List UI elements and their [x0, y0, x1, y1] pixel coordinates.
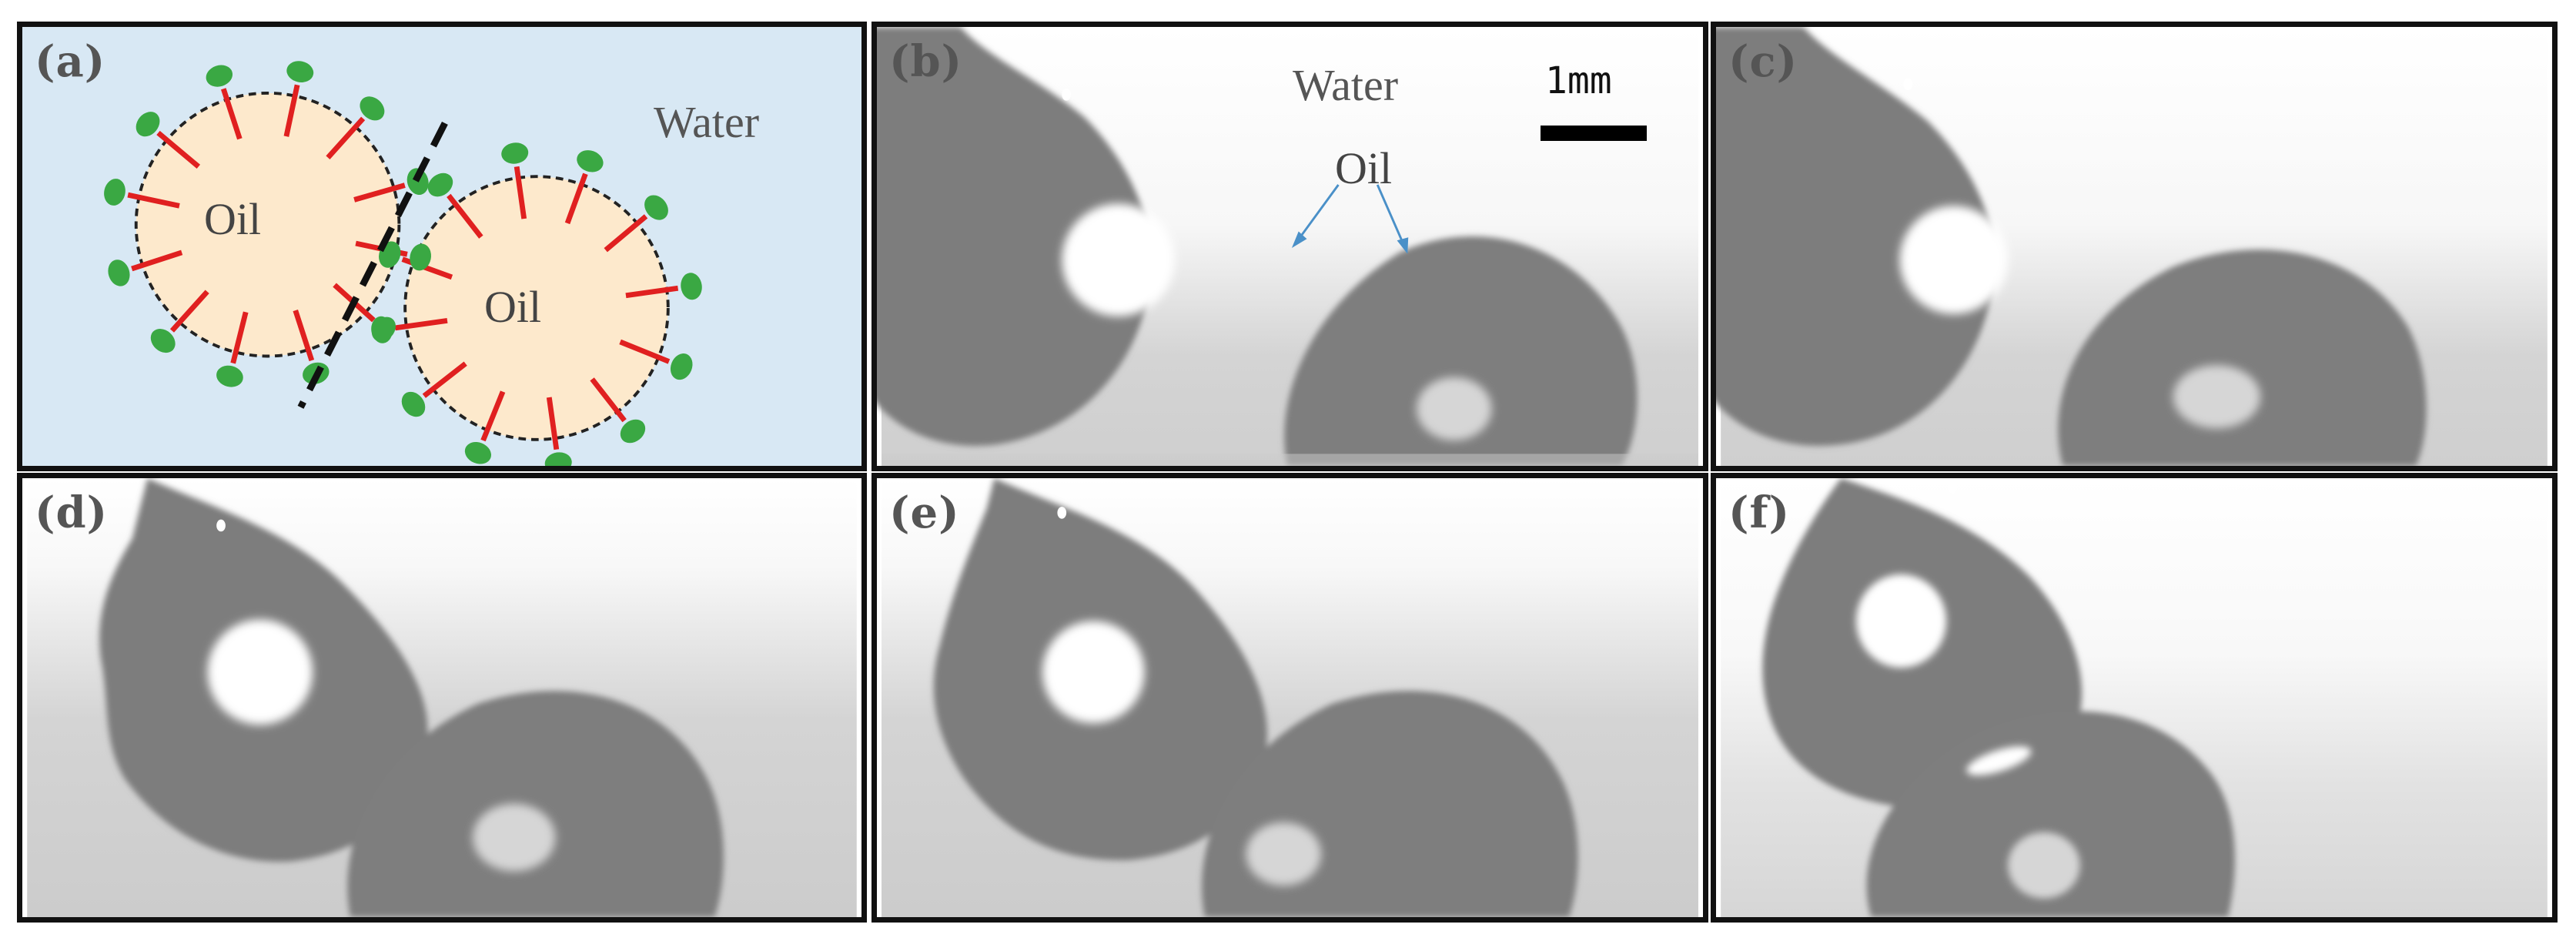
- photo-d-image: [27, 478, 857, 917]
- surfactant-head: [577, 150, 604, 172]
- panel-b-photo: (b) Water Oil 1mm: [871, 22, 1708, 471]
- lower-droplet-bright-spot: [2173, 365, 2260, 429]
- lower-oil-droplet: [347, 691, 724, 917]
- surfactant-tail: [604, 214, 648, 253]
- surfactant-tail: [230, 311, 249, 364]
- photo-f-image: [1721, 478, 2548, 917]
- panel-d-photo: (d): [17, 473, 867, 923]
- lower-droplet-bright-spot: [473, 803, 556, 872]
- lower-oil-droplet: [2058, 249, 2427, 466]
- surfactant-tail: [131, 249, 183, 272]
- needle-tip-glint: [1062, 89, 1071, 101]
- upper-droplet-bright-spot: [1899, 206, 2009, 314]
- surfactant-head: [286, 61, 314, 82]
- panel-c-photo: (c): [1711, 22, 2558, 471]
- lower-droplet-bright-spot: [1246, 822, 1322, 886]
- surfactant-tail: [564, 172, 588, 225]
- surfactant-head: [104, 179, 125, 206]
- needle-tip-glint: [216, 519, 226, 532]
- surfactant-tail: [447, 193, 483, 239]
- surfactant-tail: [394, 317, 448, 331]
- contact-plane-dashed-line: [297, 121, 448, 409]
- oil-label-right: Oil: [484, 282, 542, 332]
- surfactant-tail: [326, 116, 366, 159]
- panel-label-e: (e): [889, 487, 960, 538]
- needle-tip-glint: [1947, 481, 1957, 494]
- water-label: Water: [654, 97, 760, 147]
- scale-bar: [1541, 126, 1647, 141]
- panel-label-d: (d): [35, 487, 109, 538]
- lower-droplet-bright-spot: [2008, 832, 2080, 899]
- surfactant-tail: [480, 390, 506, 442]
- surfactant-tail: [169, 290, 209, 333]
- oil-label-left: Oil: [204, 194, 262, 244]
- surfactant-head: [135, 112, 160, 137]
- surfactant-head: [216, 365, 243, 387]
- upper-droplet-bright-spot: [207, 619, 313, 725]
- photo-c-image: [1716, 27, 2548, 466]
- photo-b-image: [877, 27, 1698, 466]
- surfactant-head: [150, 329, 176, 353]
- upper-droplet-bright-spot: [1062, 203, 1175, 316]
- surfactant-head: [501, 142, 529, 164]
- surfactant-head: [360, 96, 385, 121]
- panel-f-photo: (f): [1711, 473, 2558, 923]
- photo-e-image: [882, 478, 1698, 917]
- surfactant-head: [206, 65, 233, 87]
- surfactant-head: [427, 172, 453, 197]
- surfactant-head: [464, 441, 492, 464]
- panel-label-b: (b): [889, 36, 963, 87]
- surfactant-tail: [590, 377, 627, 423]
- surfactant-head: [108, 260, 130, 286]
- lower-oil-droplet: [1284, 236, 1638, 466]
- oil-label-photo: Oil: [1335, 143, 1393, 193]
- surfactant-tail: [127, 192, 180, 209]
- upper-oil-droplet: [877, 27, 1152, 446]
- film-rupture-bright-spot: [1966, 746, 2032, 775]
- surfactant-tail: [353, 183, 406, 203]
- surfactant-head: [620, 419, 646, 444]
- oil-droplet-right: [403, 175, 670, 441]
- needle-tip-glint: [1057, 507, 1067, 519]
- surfactant-tail: [625, 285, 679, 299]
- lower-oil-droplet: [1866, 711, 2236, 917]
- surfactant-head: [681, 273, 702, 300]
- surfactant-tail: [283, 84, 300, 137]
- surfactant-head: [544, 452, 572, 466]
- schematic-drawing: [104, 61, 702, 466]
- surfactant-head: [371, 316, 393, 343]
- panel-label-a: (a): [35, 36, 106, 87]
- panel-a-schematic: (a) Water Oil Oil: [17, 22, 867, 471]
- surfactant-tail: [619, 339, 671, 364]
- upper-droplet-bright-spot: [1855, 574, 1946, 668]
- needle-tip-glint: [1903, 78, 1913, 90]
- water-label-photo: Water: [1293, 60, 1399, 110]
- panel-e-photo: (e): [871, 473, 1708, 923]
- surfactant-head: [644, 195, 668, 220]
- surfactant-head: [410, 243, 431, 271]
- upper-droplet-bright-spot: [1042, 621, 1145, 724]
- surfactant-head: [670, 353, 693, 380]
- surfactant-tail: [221, 88, 243, 140]
- surfactant-tail: [293, 310, 315, 362]
- lower-droplet-bright-spot: [1416, 377, 1492, 440]
- oil-droplet-left: [134, 91, 401, 358]
- scale-bar-label: 1mm: [1545, 59, 1612, 102]
- panel-label-c: (c): [1728, 36, 1798, 87]
- surfactant-head: [401, 391, 426, 417]
- surfactant-tail: [514, 166, 527, 219]
- panel-label-f: (f): [1728, 487, 1791, 538]
- upper-oil-droplet: [1716, 27, 1995, 446]
- oil-pointer-arrows: [1291, 184, 1409, 254]
- surfactant-tail: [156, 130, 201, 169]
- surfactant-tail: [422, 361, 467, 398]
- surfactant-tail: [546, 397, 560, 450]
